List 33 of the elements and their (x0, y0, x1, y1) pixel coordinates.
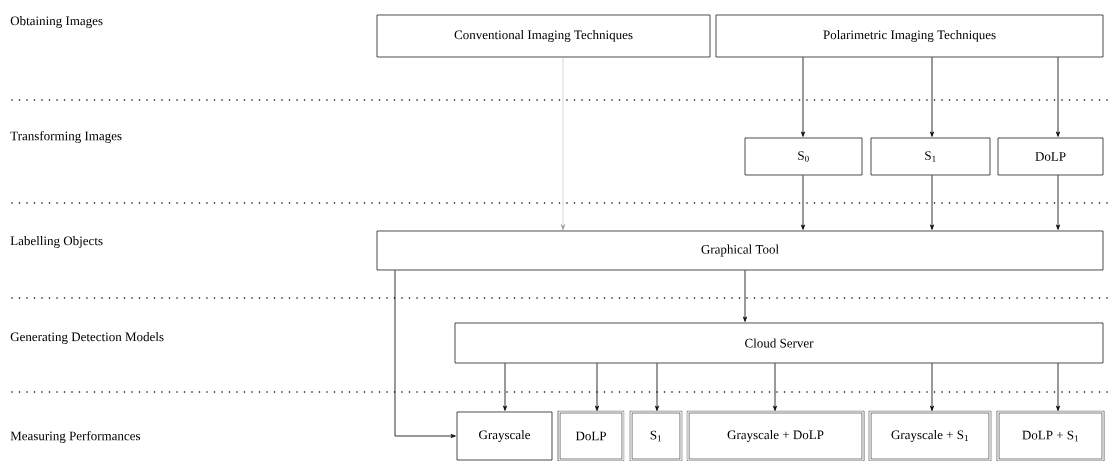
arrow (743, 269, 747, 322)
arrow (930, 362, 934, 411)
arrow (1056, 174, 1060, 230)
process-box: Grayscale + S$_{1}$ (868, 410, 992, 461)
process-box: S$_{1}$ (629, 410, 683, 461)
arrow (1056, 362, 1060, 411)
arrow (655, 362, 659, 411)
process-box: DoLP (997, 137, 1104, 176)
arrow (595, 362, 599, 411)
process-box: Grayscale (456, 411, 553, 461)
arrow (773, 362, 777, 411)
process-box: Conventional Imaging Techniques (376, 14, 711, 58)
arrow (930, 174, 934, 230)
process-box: Grayscale + DoLP (686, 410, 865, 461)
arrow (1056, 56, 1060, 137)
row-label: Obtaining Images (10, 16, 103, 28)
row-label: Labelling Objects (10, 236, 103, 248)
process-box: Polarimetric Imaging Techniques (715, 14, 1104, 58)
arrow (801, 56, 805, 137)
row-label: Generating Detection Models (10, 332, 164, 344)
arrow (394, 269, 456, 438)
arrow (801, 174, 805, 230)
process-box: DoLP (557, 410, 625, 461)
process-box: Cloud Server (454, 322, 1104, 364)
row-label: Transforming Images (10, 131, 122, 143)
process-box: S$_{1}$ (870, 137, 991, 176)
process-box: Graphical Tool (376, 230, 1104, 271)
arrow (503, 362, 507, 411)
process-box: DoLP + S$_{1}$ (996, 410, 1105, 461)
row-label: Measuring Performances (10, 431, 141, 443)
arrow (930, 56, 934, 137)
process-box: S$_{0}$ (744, 137, 863, 176)
arrow (560, 57, 566, 231)
